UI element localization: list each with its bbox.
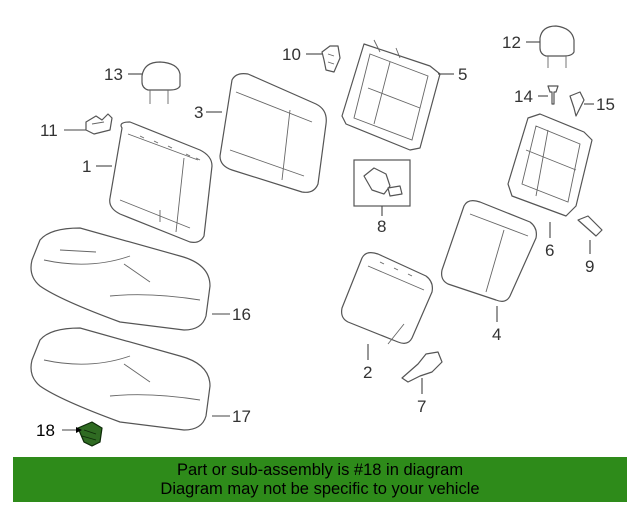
callout-7: 7 xyxy=(417,397,426,416)
callout-12: 12 xyxy=(502,33,521,52)
callout-17: 17 xyxy=(232,407,251,426)
part-17-seat-cushion xyxy=(30,327,211,431)
banner-line-2: Diagram may not be specific to your vehi… xyxy=(160,480,480,498)
callout-9: 9 xyxy=(585,257,594,276)
part-5-frame xyxy=(341,39,441,151)
part-2-seat-back-cover xyxy=(341,252,433,345)
callout-10: 10 xyxy=(282,45,301,64)
part-3-back-cushion xyxy=(219,73,327,193)
part-11-bracket xyxy=(85,113,113,135)
callout-13: 13 xyxy=(104,65,123,84)
parts-diagram: 13 11 1 3 10 5 12 14 xyxy=(30,25,615,447)
callout-6: 6 xyxy=(545,241,554,260)
part-1-seat-back xyxy=(109,121,213,243)
callout-18: 18 xyxy=(36,421,55,440)
part-10-latch xyxy=(321,45,341,73)
callout-1: 1 xyxy=(82,157,91,176)
callout-3: 3 xyxy=(194,103,203,122)
callout-11: 11 xyxy=(40,121,58,140)
callout-4: 4 xyxy=(492,325,501,344)
part-7-hinge xyxy=(401,351,443,383)
callout-2: 2 xyxy=(363,363,372,382)
part-4-back-cushion xyxy=(441,200,537,302)
banner-line-1: Part or sub-assembly is #18 in diagram xyxy=(176,461,464,479)
part-15-clip xyxy=(569,91,585,117)
part-12-headrest xyxy=(539,25,575,68)
part-18-clip-highlighted xyxy=(77,421,103,447)
callout-15: 15 xyxy=(596,95,615,114)
part-8-hardware-kit xyxy=(353,159,411,207)
callout-16: 16 xyxy=(232,305,251,324)
part-16-seat-cushion xyxy=(30,227,211,331)
part-14-bolt xyxy=(547,85,559,105)
part-9-bracket xyxy=(577,215,603,237)
part-6-frame xyxy=(507,113,593,217)
info-banner: Part or sub-assembly is #18 in diagram D… xyxy=(13,457,627,502)
callout-8: 8 xyxy=(377,217,386,236)
callout-5: 5 xyxy=(458,65,467,84)
callout-14: 14 xyxy=(514,87,533,106)
part-13-headrest xyxy=(141,61,181,104)
arrowhead-18 xyxy=(76,427,82,433)
